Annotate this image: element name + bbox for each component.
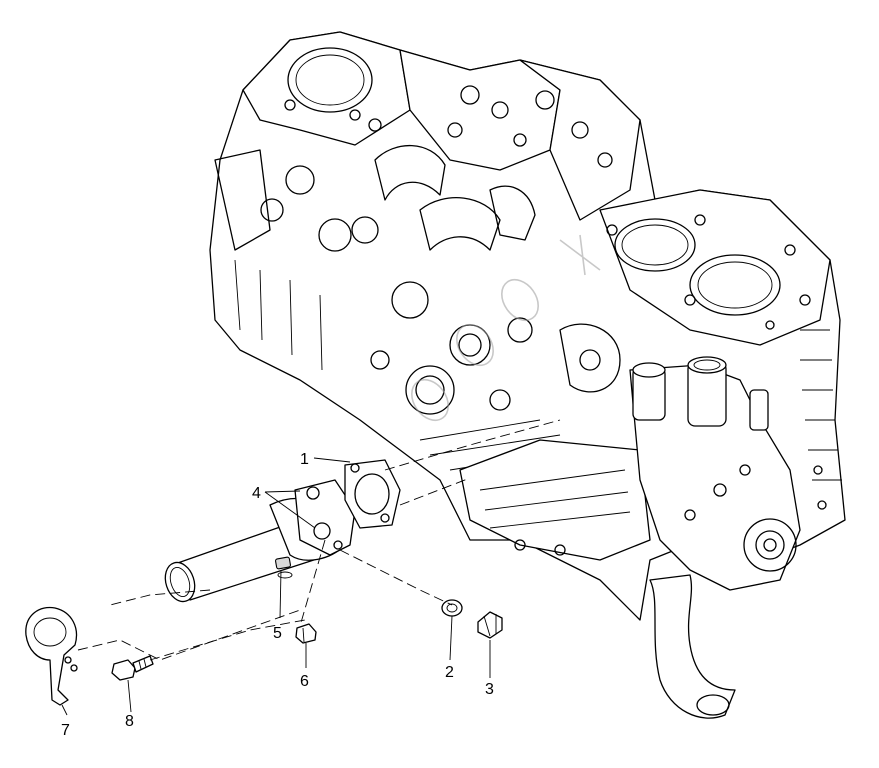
drain-plug	[477, 611, 503, 639]
callout-labels: 1 2 3 4 5 6 7 8	[61, 451, 494, 739]
hex-bolt	[111, 655, 154, 681]
callout-6: 6	[300, 673, 309, 690]
leader-lines	[61, 457, 491, 716]
callout-4: 4	[252, 485, 261, 502]
callout-5: 5	[273, 625, 282, 642]
nut-part	[295, 623, 317, 644]
sealing-washer	[441, 599, 463, 617]
callout-3: 3	[485, 681, 494, 698]
callout-8: 8	[125, 713, 134, 730]
assembly-lines	[77, 419, 561, 661]
callout-1: 1	[300, 451, 309, 468]
callout-7: 7	[61, 722, 70, 739]
watermark-graphic	[411, 234, 601, 422]
engine-block	[209, 31, 846, 719]
coolant-pipe-assembly	[164, 459, 401, 603]
pipe-clamp	[25, 606, 78, 706]
callout-2: 2	[445, 664, 454, 681]
